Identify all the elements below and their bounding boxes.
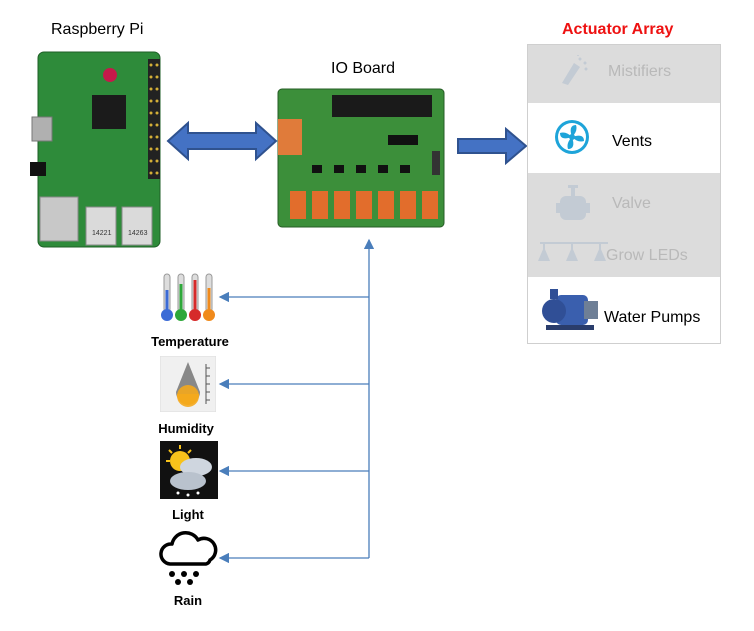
pi-io-bidirectional-arrow xyxy=(166,120,278,162)
sprinkler-icon xyxy=(556,54,590,90)
light-label: Light xyxy=(172,507,204,522)
valve-icon xyxy=(556,185,590,228)
svg-text:14221: 14221 xyxy=(92,230,112,237)
grow-lights-icon xyxy=(534,239,614,272)
mistifiers-label: Mistifiers xyxy=(608,63,672,80)
humidity-label: Humidity xyxy=(158,421,214,436)
thermometer-icon xyxy=(160,270,220,326)
grow-leds-label: Grow LEDs xyxy=(606,247,688,264)
water-pumps-label: Water Pumps xyxy=(604,309,701,326)
actuator-grow-leds: Grow LEDs xyxy=(528,235,720,277)
io-board-image xyxy=(272,87,448,232)
vents-label: Vents xyxy=(612,133,653,150)
svg-text:14263: 14263 xyxy=(128,230,148,237)
actuator-mistifiers: Mistifiers xyxy=(528,45,720,103)
humidity-icon xyxy=(159,355,217,413)
actuator-array-panel: Mistifiers Vents Valve Grow LEDs Water P… xyxy=(527,44,721,344)
valve-label: Valve xyxy=(612,195,651,212)
raspberry-pi-image: 14221 14263 xyxy=(30,47,168,252)
io-actuator-arrow xyxy=(456,126,528,166)
io-board-title: IO Board xyxy=(331,60,396,77)
water-pump-icon xyxy=(540,289,602,338)
weather-sun-cloud-icon xyxy=(160,441,218,499)
rain-cloud-icon xyxy=(158,530,218,586)
fan-icon xyxy=(554,119,590,160)
actuator-vents: Vents xyxy=(528,103,720,173)
rain-label: Rain xyxy=(173,593,203,608)
actuator-array-title: Actuator Array xyxy=(562,21,674,38)
raspberry-pi-title: Raspberry Pi xyxy=(51,21,144,38)
actuator-water-pumps: Water Pumps xyxy=(528,277,720,343)
temperature-label: Temperature xyxy=(151,334,229,349)
actuator-valve: Valve xyxy=(528,173,720,235)
